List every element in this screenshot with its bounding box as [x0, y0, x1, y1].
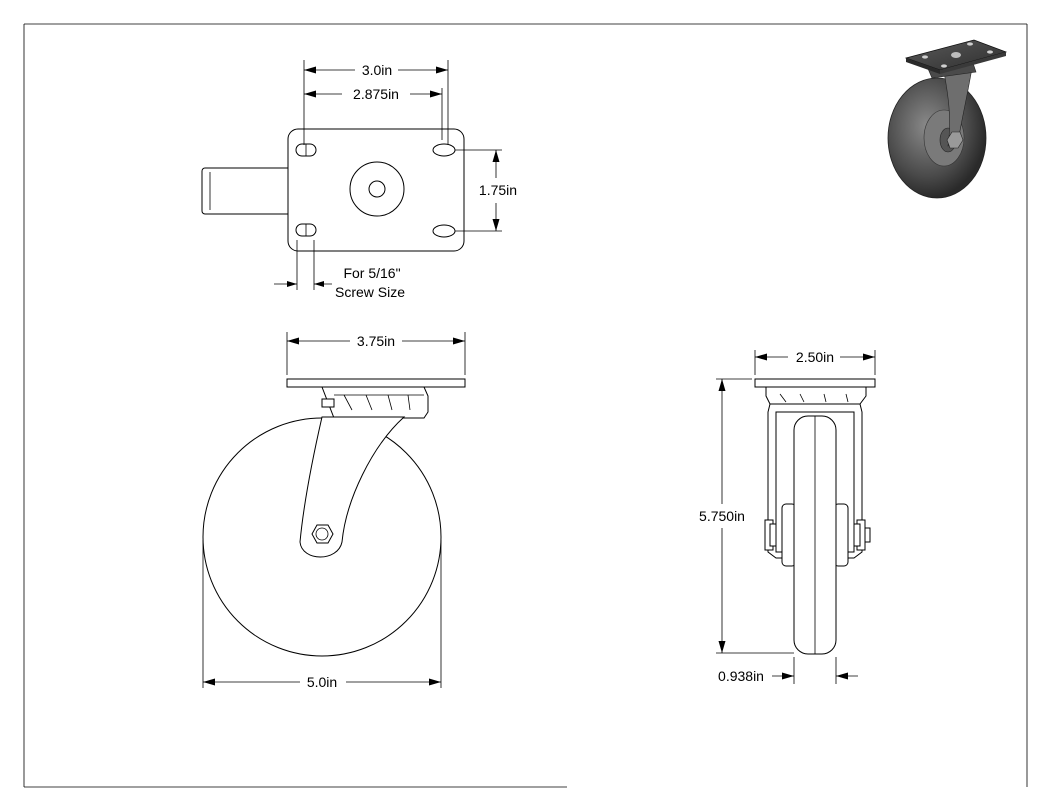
- side-view-axle-nut: [311, 524, 334, 544]
- front-view-dimensions: 2.50in 5.750in 0.938in: [699, 349, 876, 684]
- dim-wheel-diameter: 5.0in: [307, 674, 337, 690]
- screw-note-line2: Screw Size: [335, 284, 405, 300]
- screw-note-line1: For 5/16": [343, 265, 400, 281]
- front-view: [754, 378, 876, 655]
- dim-plate-width-front: 2.50in: [796, 349, 834, 365]
- sheet-frame: [23, 23, 1028, 788]
- isometric-render: [887, 39, 1008, 199]
- top-view: [201, 128, 465, 252]
- dim-wheel-width: 0.938in: [718, 668, 764, 684]
- side-view: [202, 378, 466, 657]
- front-view-plate: [754, 378, 876, 388]
- top-view-dimensions: 3.0in 2.875in 1.75in For 5/16" Screw Siz…: [274, 60, 517, 300]
- side-view-fork-leg: [299, 416, 406, 558]
- side-view-plate: [286, 378, 466, 388]
- dim-plate-length: 3.0in: [362, 62, 392, 78]
- side-view-dimensions: 3.75in 5.0in: [202, 332, 466, 690]
- dim-overall-height: 5.750in: [699, 508, 745, 524]
- dim-hole-spacing-vertical: 1.75in: [479, 182, 517, 198]
- dim-plate-width-side: 3.75in: [357, 333, 395, 349]
- top-view-stem: [201, 167, 293, 215]
- dim-hole-spacing: 2.875in: [353, 86, 399, 102]
